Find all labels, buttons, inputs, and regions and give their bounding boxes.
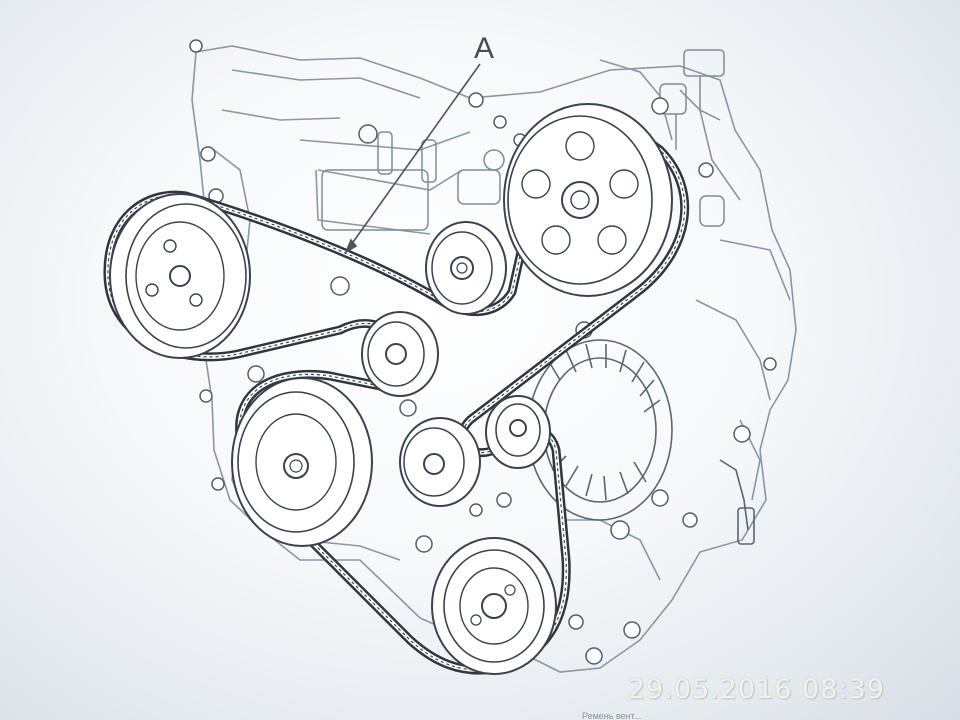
- callout-leader-line: [344, 63, 481, 254]
- bolt: [733, 425, 751, 443]
- bolt: [698, 162, 714, 178]
- power-steering-pump-pulley: [109, 193, 251, 359]
- ac-compressor-pulley: [431, 537, 557, 675]
- bolt: [247, 365, 265, 383]
- bolt: [399, 399, 417, 417]
- engine-bolts: [189, 39, 777, 665]
- photo-timestamp: 29.05.2016 08:39: [628, 674, 885, 705]
- bolt: [330, 276, 350, 296]
- alternator-pulley: [485, 395, 551, 469]
- bolt: [682, 512, 698, 528]
- alternator: [527, 339, 755, 545]
- bolt: [623, 621, 641, 639]
- bolt: [763, 357, 777, 371]
- water-pump-pulley: [503, 103, 673, 297]
- bolt: [493, 115, 507, 129]
- idler-pulley-middle: [361, 311, 439, 397]
- bolt: [651, 97, 669, 115]
- idler-pulley-top: [425, 221, 507, 315]
- bolt: [568, 614, 584, 630]
- bolt: [468, 92, 484, 108]
- bolt: [610, 520, 630, 540]
- bolt: [189, 39, 203, 53]
- page-caption: Ремень вент...: [582, 711, 642, 720]
- callout-label: A: [474, 32, 495, 65]
- bolt: [496, 492, 512, 508]
- bolt: [199, 389, 213, 403]
- bolt: [651, 489, 669, 507]
- tensioner-pulley: [399, 417, 481, 507]
- bolt: [211, 477, 225, 491]
- crankshaft-pulley: [231, 377, 373, 547]
- bolt: [469, 503, 483, 517]
- bolt: [415, 535, 433, 553]
- bolt: [200, 146, 216, 162]
- bolt: [358, 124, 378, 144]
- bolt: [585, 647, 603, 665]
